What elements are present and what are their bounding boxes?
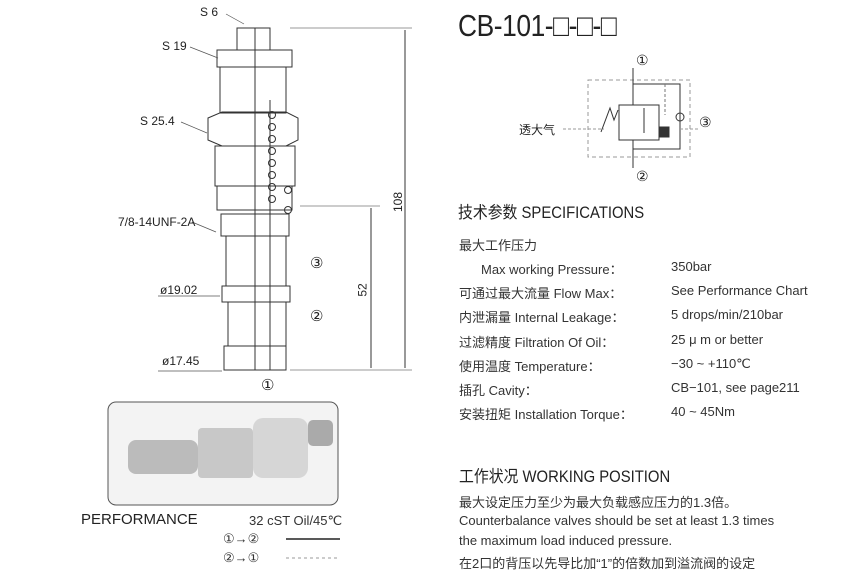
spec-value: 25 μ m or better <box>671 332 764 347</box>
symbol-port-1: ① <box>636 52 649 68</box>
working-line: Counterbalance valves should be set at l… <box>459 513 775 528</box>
working-heading: 工作状况 WORKING POSITION <box>459 468 671 486</box>
label-d1902: ø19.02 <box>160 283 198 297</box>
working-line: 在2口的背压以先导比加“1”的倍数加到溢流阀的设定 <box>459 556 756 571</box>
legend-label-1-to-2: ①→② <box>223 531 260 546</box>
drawing-port-2: ② <box>310 308 324 325</box>
spec-value: −30 ~ +110℃ <box>671 356 751 371</box>
specs-group-label: 最大工作压力 <box>459 238 538 253</box>
specs-heading: 技术参数 SPECIFICATIONS <box>458 204 645 222</box>
drawing-port-1: ① <box>261 377 275 394</box>
spec-label: 可通过最大流量 Flow Max： <box>459 286 623 301</box>
spec-label: 内泄漏量 Internal Leakage： <box>459 310 625 325</box>
spec-value: See Performance Chart <box>671 283 808 298</box>
symbol-port-3: ③ <box>699 114 712 130</box>
drawing-port-3: ③ <box>310 255 324 272</box>
label-thread: 7/8-14UNF-2A <box>118 215 196 229</box>
working-line: the maximum load induced pressure. <box>459 533 673 548</box>
label-s19: S 19 <box>162 39 187 53</box>
spec-value: 5 drops/min/210bar <box>671 307 784 322</box>
dim-108: 108 <box>391 191 406 213</box>
working-line: 最大设定压力至少为最大负载感应压力的1.3倍。 <box>459 495 738 510</box>
spec-label: 使用温度 Temperature： <box>459 359 601 374</box>
performance-condition: 32 cST Oil/45℃ <box>249 513 343 528</box>
cartridge-photo <box>128 418 333 478</box>
dim-52: 52 <box>355 283 370 297</box>
label-s6: S 6 <box>200 5 219 19</box>
spec-value: 350bar <box>671 259 712 274</box>
spec-value: 40 ~ 45Nm <box>671 404 735 419</box>
symbol-port-2: ② <box>636 168 649 184</box>
spec-label: 安装扭矩 Installation Torque： <box>459 407 633 422</box>
hydraulic-symbol <box>563 68 698 168</box>
symbol-vent-label: 透大气 <box>519 123 556 137</box>
spec-value: CB−101, see page211 <box>671 380 800 395</box>
label-s25: S 25.4 <box>140 114 175 128</box>
legend-label-2-to-1: ②→① <box>223 550 260 565</box>
spec-label: 插孔 Cavity： <box>459 383 538 398</box>
page-title: CB-101-□-□-□ <box>458 8 617 43</box>
label-d1745: ø17.45 <box>162 354 200 368</box>
spec-label: Max working Pressure： <box>481 262 623 277</box>
performance-heading: PERFORMANCE <box>81 511 198 528</box>
spec-label: 过滤精度 Filtration Of Oil： <box>459 335 615 350</box>
